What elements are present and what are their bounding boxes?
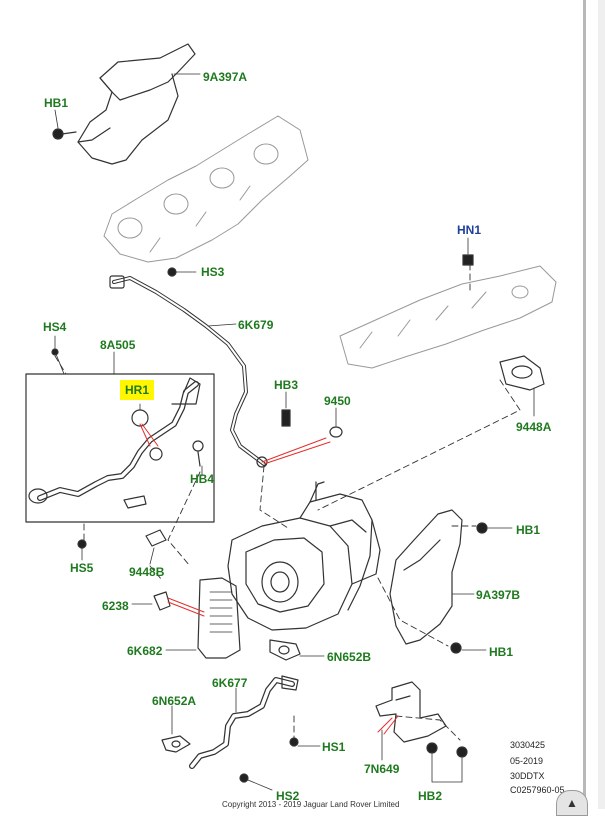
bolt-hb2-b: [456, 746, 468, 758]
label-hs1[interactable]: HS1: [322, 740, 346, 754]
label-6n652a[interactable]: 6N652A: [152, 694, 197, 708]
bolt-hs2: [239, 773, 249, 783]
bolt-hb1-top: [52, 128, 77, 140]
label-6238[interactable]: 6238: [102, 599, 129, 613]
exhaust-manifold-left: [103, 115, 309, 263]
chevron-up-icon: ▲: [566, 796, 578, 810]
meta-line-3: 30DDTX: [510, 771, 545, 781]
banjo-bolt-hb3: [281, 409, 291, 427]
bracket-7n649: [375, 681, 447, 743]
turbocharger: [227, 481, 381, 631]
label-hr1-highlight: HR1: [120, 380, 155, 400]
label-hr1[interactable]: HR1: [120, 380, 155, 400]
oil-return-pipe-kit: [28, 377, 204, 509]
label-6k682[interactable]: 6K682: [127, 644, 163, 658]
label-6n652b[interactable]: 6N652B: [327, 650, 372, 664]
clip-6238: [153, 591, 171, 611]
label-9448b[interactable]: 9448B: [129, 565, 165, 579]
label-9450[interactable]: 9450: [324, 394, 351, 408]
gasket-9448b: [145, 529, 167, 547]
heat-shield-upper: [77, 43, 196, 165]
label-hs5[interactable]: HS5: [70, 561, 94, 575]
bolt-hs1: [289, 737, 299, 747]
nut-hn1: [462, 254, 474, 266]
exhaust-manifold-right: [339, 265, 557, 369]
label-hn1[interactable]: HN1: [457, 223, 482, 237]
bolt-hs3: [167, 267, 197, 277]
label-9448a[interactable]: 9448A: [516, 420, 552, 434]
label-hb3[interactable]: HB3: [274, 378, 299, 392]
meta-line-1: 3030425: [510, 740, 546, 750]
washer-9450: [329, 426, 343, 438]
copyright-text: Copyright 2013 - 2019 Jaguar Land Rover …: [222, 800, 400, 809]
label-9a397a[interactable]: 9A397A: [203, 70, 248, 84]
label-hb1-lower[interactable]: HB1: [489, 645, 514, 659]
red-leaders: [139, 423, 399, 735]
scrollbar-divider: [583, 0, 586, 809]
scrollbar-track[interactable]: [598, 0, 605, 809]
gasket-6n652b: [269, 639, 301, 661]
meta-line-4: C0257960-05: [510, 785, 565, 795]
label-hs2[interactable]: HS2: [276, 789, 300, 803]
gasket-6n652a: [161, 735, 191, 753]
bolt-hb1-lower: [450, 642, 462, 654]
label-hb1-right[interactable]: HB1: [516, 523, 541, 537]
label-hs3[interactable]: HS3: [201, 265, 225, 279]
meta-line-2: 05-2019: [510, 756, 544, 766]
heat-shield-lower: [389, 509, 463, 645]
label-hb1-top[interactable]: HB1: [44, 96, 69, 110]
label-9a397b[interactable]: 9A397B: [476, 588, 521, 602]
oil-return-pipe-lower: [189, 675, 299, 769]
kit-box-8a505: [25, 373, 215, 523]
label-8a505[interactable]: 8A505: [100, 338, 136, 352]
label-6k677[interactable]: 6K677: [212, 676, 248, 690]
label-7n649[interactable]: 7N649: [364, 762, 400, 776]
label-hs4[interactable]: HS4: [43, 320, 67, 334]
actuator-6k682: [197, 577, 241, 659]
oil-feed-pipe: [109, 275, 268, 468]
bolt-hs5: [77, 539, 87, 549]
label-hb2[interactable]: HB2: [418, 789, 443, 803]
bolt-hb2-a: [426, 742, 438, 754]
bolt-hb1-right: [476, 522, 488, 534]
label-6k679[interactable]: 6K679: [238, 318, 274, 332]
label-hb4[interactable]: HB4: [190, 472, 215, 486]
gasket-9448a: [499, 355, 545, 391]
